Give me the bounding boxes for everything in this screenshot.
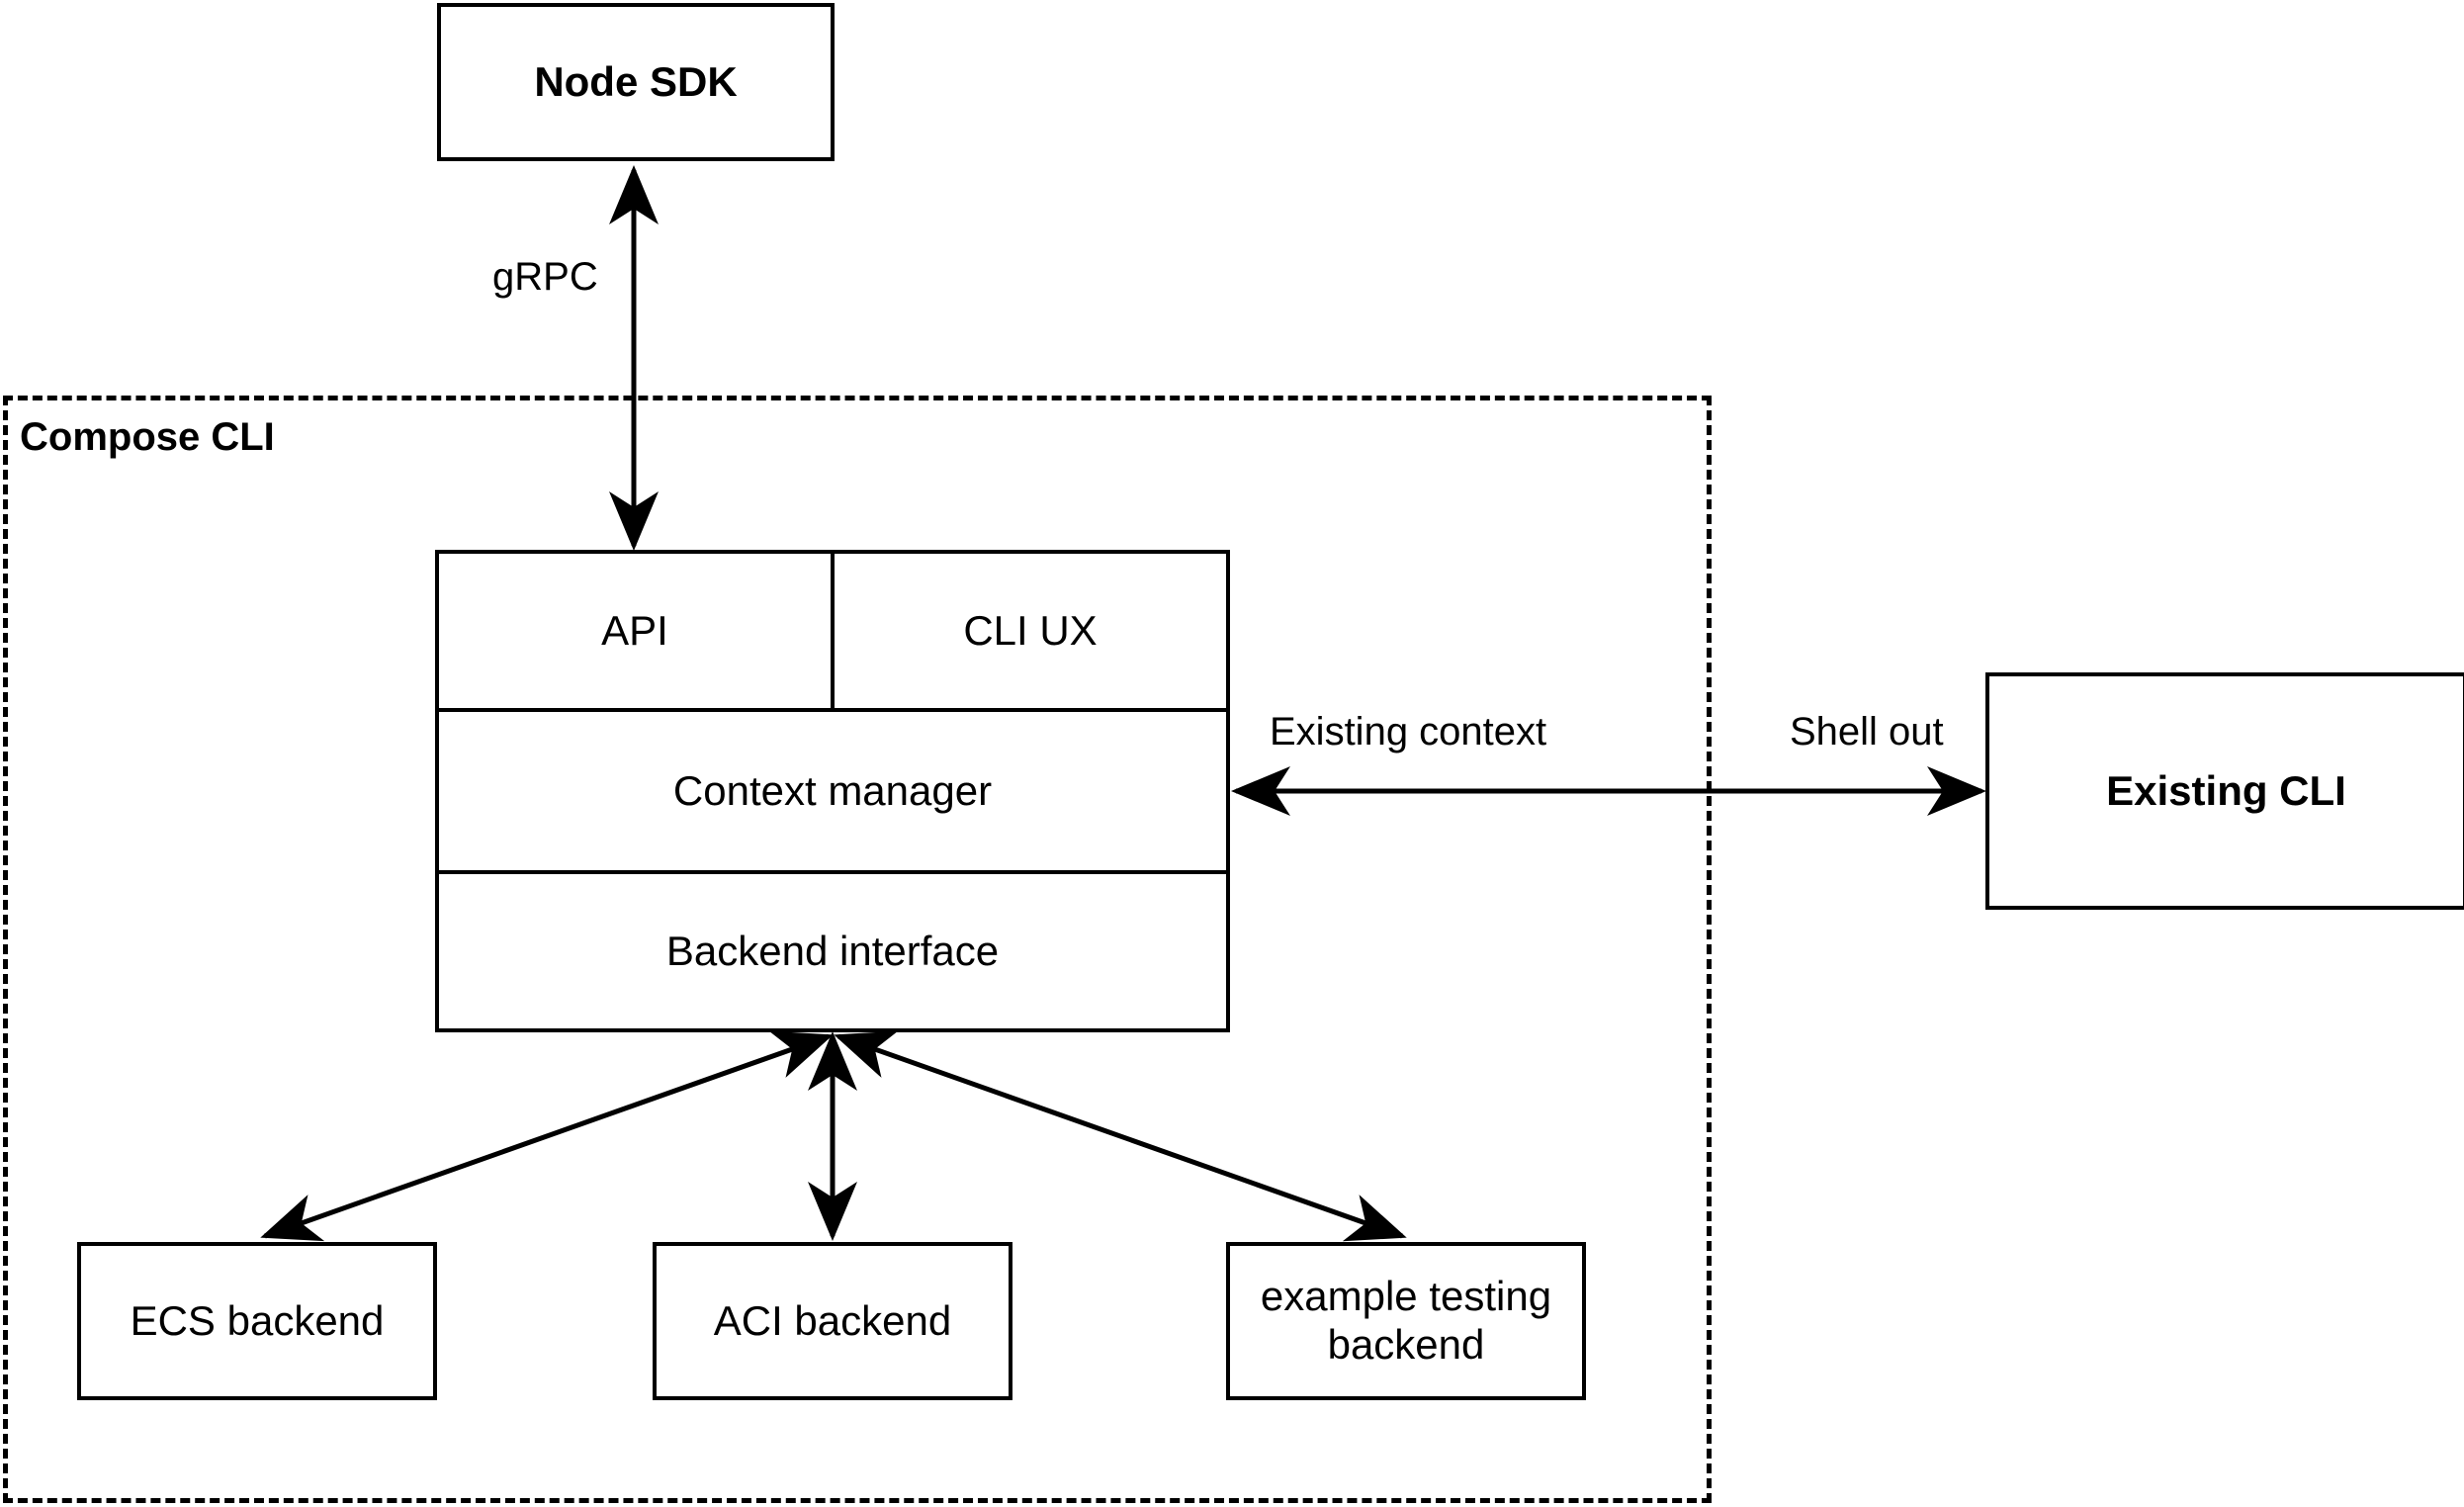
core-stack-divider-1 — [435, 708, 1230, 712]
node-ecs-backend[interactable]: ECS backend — [77, 1242, 437, 1400]
compose-cli-group-label: Compose CLI — [18, 415, 277, 460]
edge-label-shell-out: Shell out — [1784, 710, 1950, 754]
compose-cli-group-box — [3, 396, 1712, 1503]
node-cli-ux[interactable]: CLI UX — [963, 607, 1098, 654]
node-backend-interface[interactable]: Backend interface — [665, 928, 1000, 974]
edge-label-grpc: gRPC — [486, 255, 604, 300]
core-stack-divider-2 — [435, 870, 1230, 874]
node-example-testing-backend[interactable]: example testing backend — [1226, 1242, 1586, 1400]
node-aci-backend[interactable]: ACI backend — [653, 1242, 1012, 1400]
node-existing-cli[interactable]: Existing CLI — [1985, 672, 2464, 910]
node-api[interactable]: API — [601, 607, 668, 654]
compose-cli-core-stack — [435, 550, 1230, 1032]
core-stack-divider-api-cliux — [831, 550, 835, 708]
edge-label-existing-context: Existing context — [1264, 710, 1553, 754]
node-node-sdk[interactable]: Node SDK — [437, 3, 835, 161]
node-context-manager[interactable]: Context manager — [672, 767, 993, 814]
